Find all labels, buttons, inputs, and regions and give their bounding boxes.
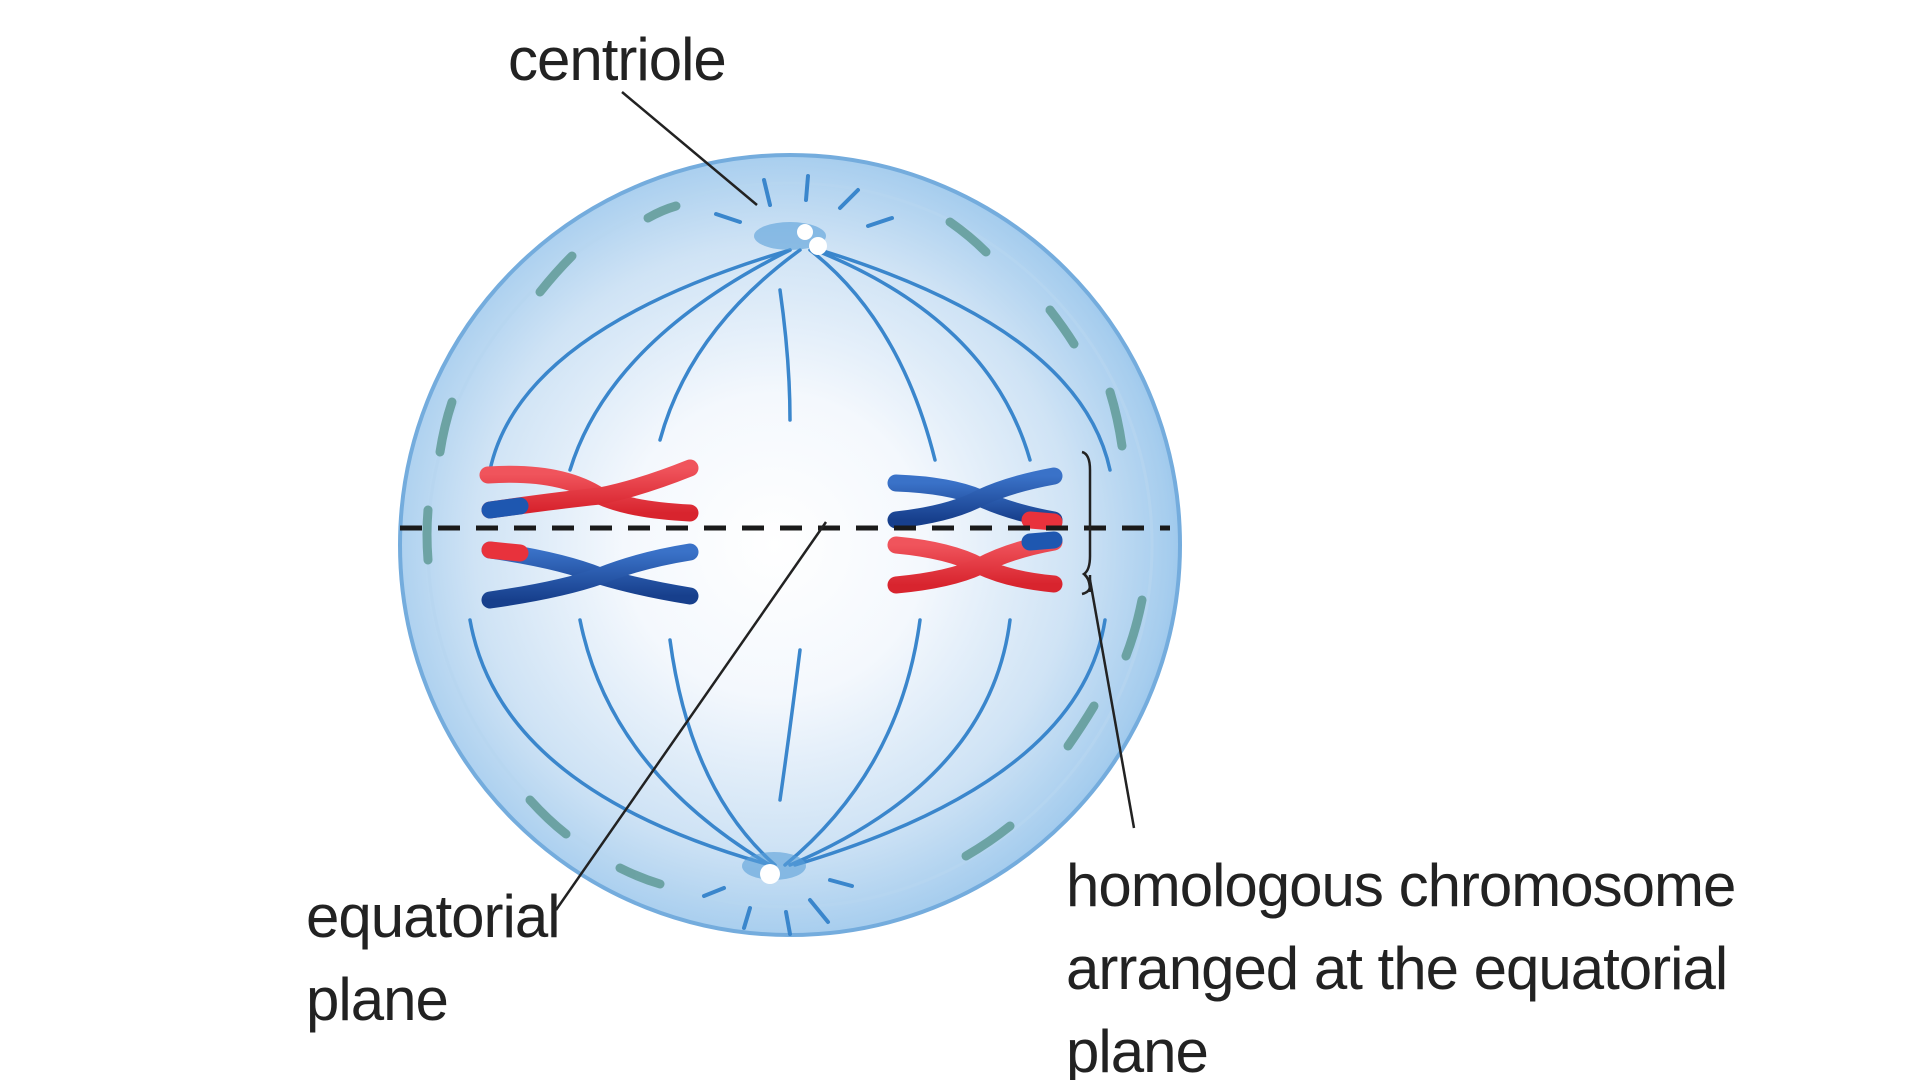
spindle-fibre: [568, 248, 792, 472]
aster-ray: [714, 212, 742, 224]
aster-ray: [838, 188, 860, 210]
aster-ray: [702, 886, 726, 898]
fragment: [1105, 387, 1127, 451]
homologous-pair-right: [887, 467, 1063, 594]
aster-ray: [828, 878, 854, 888]
fragment: [615, 863, 665, 889]
equatorial-plane-label-line1: equatorial: [306, 883, 560, 950]
spindle-fibre: [788, 618, 1012, 867]
aster-ray: [742, 906, 752, 930]
spindle-fibre: [818, 248, 1112, 472]
centriole-top: [754, 222, 827, 255]
aster-ray: [808, 898, 830, 924]
fragment: [435, 397, 457, 457]
chromosome-red-left: [479, 459, 699, 522]
aster-ray: [804, 174, 810, 202]
fragment: [1063, 701, 1099, 751]
homologous-leader-line: [1088, 579, 1136, 829]
spindle-fibre: [668, 638, 777, 867]
spindle-fibre: [778, 288, 792, 422]
chromosome-blue-right: [887, 467, 1063, 531]
spindle-fibre: [813, 248, 1032, 462]
spindle-fibres: [468, 248, 1112, 867]
spindle-fibre: [778, 648, 802, 802]
spindle-fibre: [468, 618, 772, 867]
centriole-dot: [809, 237, 827, 255]
spindle-fibre: [658, 248, 802, 442]
homologous-pair-left: [479, 459, 699, 609]
aster-ray: [866, 216, 894, 228]
fragment: [525, 795, 571, 839]
aster-ray: [762, 178, 772, 207]
centriole-label: centriole: [508, 26, 726, 93]
fragment: [1121, 595, 1147, 661]
fragment: [1045, 305, 1079, 349]
homologous-label-line1: homologous chromosome: [1066, 852, 1735, 919]
chromosome-red-right: [887, 531, 1063, 594]
spindle-fibre: [793, 618, 1107, 867]
nuclear-envelope-fragments: [422, 201, 1147, 889]
aster-ray: [784, 910, 792, 936]
spindle-fibre: [488, 248, 792, 472]
fragment: [422, 505, 433, 565]
homologous-label-line3: plane: [1066, 1018, 1208, 1080]
centriole-leader-line: [621, 91, 758, 206]
centriole-bottom: [742, 852, 806, 884]
fragment: [945, 217, 991, 257]
spindle-fibre: [808, 248, 937, 462]
equatorial-plane-leader-line: [554, 521, 828, 911]
centriole-dot: [760, 864, 780, 884]
chromosome-blue-left: [481, 541, 699, 609]
equatorial-plane-label-line2: plane: [306, 966, 448, 1033]
homologous-label-line2: arranged at the equatorial: [1066, 935, 1727, 1002]
spindle-fibre: [578, 618, 772, 867]
spindle-fibre: [783, 618, 922, 867]
fragment: [535, 251, 577, 297]
centriole-dot: [797, 224, 813, 240]
fragment: [961, 821, 1015, 861]
asters: [702, 174, 894, 936]
fragment: [643, 201, 681, 223]
